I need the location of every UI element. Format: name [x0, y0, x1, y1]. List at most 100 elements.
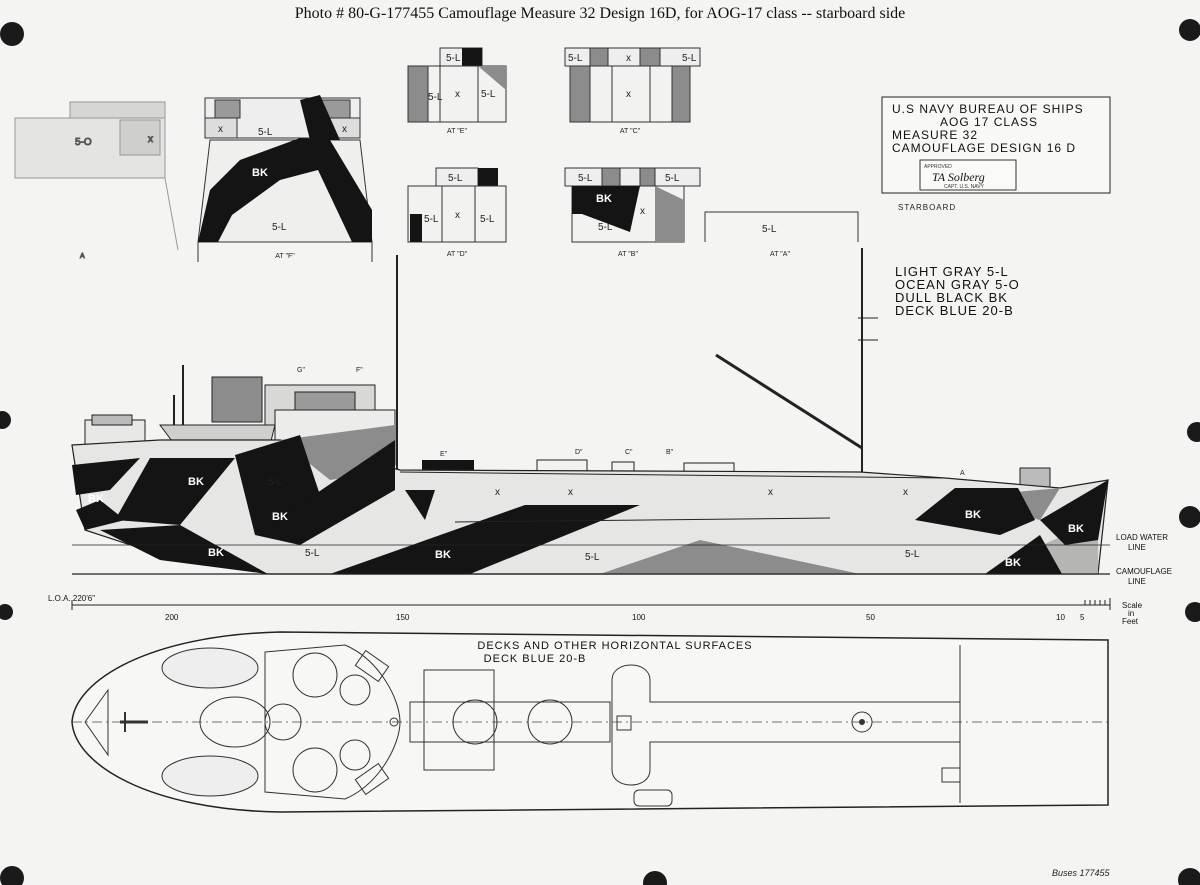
- section-code: 5-L: [258, 127, 273, 138]
- loa-label: L.O.A. 220'6": [48, 594, 95, 603]
- section-code: 5-L: [272, 222, 287, 233]
- scale-label: Feet: [1122, 617, 1139, 626]
- ship-side-elevation: BK BK BK BK BK BK BK BK 5-L 5-L 5-L 5-L …: [71, 248, 1172, 586]
- section-label: AT "E": [447, 128, 467, 135]
- binding-hole: [643, 871, 667, 885]
- camouflage-line-label: LINE: [1128, 577, 1146, 586]
- section-code: x: [455, 210, 460, 221]
- section-code: 5-L: [578, 173, 593, 184]
- section-code: 5-L: [480, 214, 495, 225]
- hull-code: BK: [435, 549, 451, 561]
- section-code: 5-L: [481, 89, 496, 100]
- hull-code: x: [568, 487, 573, 498]
- length-scale: L.O.A. 220'6" 200 150 100 50 10 5 Scale …: [48, 594, 1143, 626]
- scale-tick-label: 10: [1056, 613, 1065, 622]
- hull-code: x: [495, 487, 500, 498]
- section-marker: G": [297, 367, 305, 374]
- section-label: AT "B": [618, 251, 638, 258]
- hull-code: BK: [1005, 557, 1021, 569]
- section-at-a: 5-L AT "A": [704, 211, 859, 258]
- corner-stamp: Buses 177455: [1052, 868, 1111, 878]
- scale-label: in: [1128, 609, 1134, 618]
- scale-tick-label: 150: [396, 613, 410, 622]
- signature: TA Solberg: [932, 170, 985, 184]
- section-at-f: BK 5-L 5-L x x AT "F": [197, 95, 373, 262]
- legend-entry: DECK BLUE 20-B: [895, 303, 1014, 318]
- section-marker: F": [356, 367, 363, 374]
- section-code: 5-L: [568, 53, 583, 64]
- signer: CAPT. U.S. NAVY: [944, 184, 985, 190]
- section-code: 5-L: [762, 224, 777, 235]
- hull-code: x: [903, 487, 908, 498]
- binding-hole: [1185, 602, 1200, 622]
- section-code: 5-L: [424, 214, 439, 225]
- section-code: 5-L: [446, 53, 461, 64]
- section-left-partial: 5-O x A: [14, 101, 179, 261]
- load-water-label: LOAD WATER: [1116, 533, 1168, 542]
- scale-tick-label: 50: [866, 613, 875, 622]
- binding-hole: [0, 22, 24, 46]
- section-code: 5-L: [682, 53, 697, 64]
- section-code: BK: [252, 167, 268, 179]
- deck-subtitle: DECK BLUE 20-B: [484, 653, 587, 665]
- camouflage-line-label: CAMOUFLAGE: [1116, 567, 1172, 576]
- hull-code: x: [768, 487, 773, 498]
- section-label: AT "F": [275, 253, 295, 260]
- section-label: AT "C": [620, 128, 641, 135]
- binding-hole: [0, 604, 13, 620]
- hull-code: 5-L: [268, 477, 283, 488]
- hull-code: 5-L: [905, 549, 920, 560]
- photo-caption: Photo # 80-G-177455 Camouflage Measure 3…: [295, 5, 906, 22]
- scale-label: Scale: [1122, 601, 1143, 610]
- scale-tick-label: 5: [1080, 613, 1085, 622]
- hull-code: BK: [965, 509, 981, 521]
- section-code: x: [626, 53, 631, 64]
- hull-code: BK: [208, 547, 224, 559]
- title-line-2: AOG 17 CLASS: [940, 115, 1038, 129]
- section-code: x: [148, 134, 153, 145]
- binding-holes: [0, 19, 1200, 885]
- binding-hole: [0, 411, 11, 429]
- legend-entry: DULL BLACK BK: [895, 290, 1008, 305]
- load-water-label: LINE: [1128, 543, 1146, 552]
- section-code: x: [455, 89, 460, 100]
- section-marker: B": [666, 449, 674, 456]
- title-block: U.S NAVY BUREAU OF SHIPS AOG 17 CLASS ME…: [881, 96, 1111, 212]
- section-label: AT "A": [770, 251, 790, 258]
- hull-code: 5-L: [305, 548, 320, 559]
- binding-hole: [1178, 868, 1200, 885]
- legend-entry: LIGHT GRAY 5-L: [895, 264, 1009, 279]
- scale-tick-label: 200: [165, 613, 179, 622]
- scale-tick-label: 100: [632, 613, 646, 622]
- hull-code: BK: [88, 493, 104, 505]
- hull-code: BK: [1068, 523, 1084, 535]
- section-label: A: [80, 253, 85, 260]
- section-code: x: [640, 206, 645, 217]
- section-code: 5-L: [428, 92, 443, 103]
- hull-code: 5-L: [585, 552, 600, 563]
- side-label: STARBOARD: [898, 203, 956, 212]
- hull-code: BK: [188, 476, 204, 488]
- legend-entry: OCEAN GRAY 5-O: [895, 277, 1020, 292]
- binding-hole: [1179, 506, 1200, 528]
- title-line-4: CAMOUFLAGE DESIGN 16 D: [892, 141, 1076, 155]
- section-code: 5-L: [448, 173, 463, 184]
- deck-title: DECKS AND OTHER HORIZONTAL SURFACES: [477, 640, 752, 652]
- binding-hole: [1187, 422, 1200, 442]
- binding-hole: [0, 866, 24, 885]
- section-code: BK: [596, 193, 612, 205]
- section-marker: A: [960, 470, 965, 477]
- section-at-c: 5-L x 5-L x AT "C": [564, 47, 701, 135]
- section-at-e: 5-L 5-L x 5-L AT "E": [407, 47, 507, 135]
- title-line-3: MEASURE 32: [892, 128, 978, 142]
- section-code: x: [626, 89, 631, 100]
- section-code: 5-L: [665, 173, 680, 184]
- section-code: 5-L: [598, 222, 613, 233]
- section-code: x: [342, 124, 347, 135]
- hull-code: BK: [272, 511, 288, 523]
- section-code: 5-O: [75, 137, 92, 148]
- section-at-d: 5-L 5-L x 5-L AT "D": [407, 167, 507, 258]
- binding-hole: [1179, 19, 1200, 41]
